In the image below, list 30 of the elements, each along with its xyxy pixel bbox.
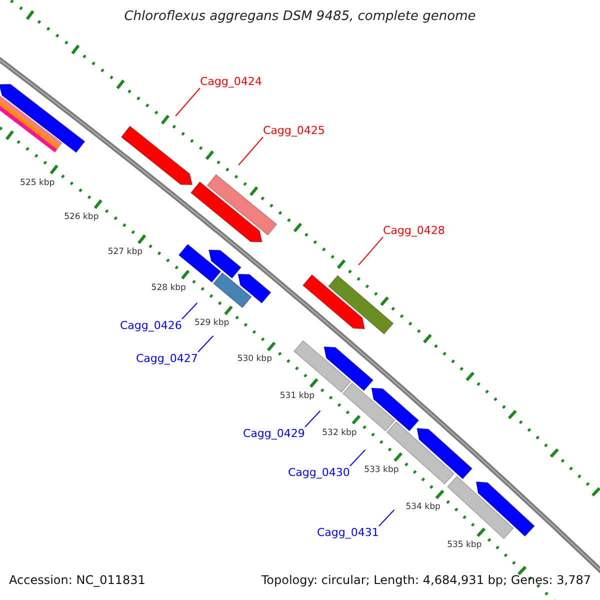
leader-line — [182, 302, 198, 320]
leader-line — [350, 449, 366, 466]
genome-info-text: Topology: circular; Length: 4,684,931 bp; Genes: 3,787 — [261, 573, 591, 587]
gene-label: Cagg_0427 — [136, 352, 198, 365]
gene-label: Cagg_0426 — [120, 319, 182, 332]
scale-label: 534 kbp — [406, 502, 440, 512]
accession-text: Accession: NC_011831 — [9, 573, 146, 587]
leader-line — [378, 509, 395, 526]
leader-line — [304, 410, 321, 428]
scale-label: 533 kbp — [364, 464, 399, 475]
leader-line — [175, 88, 200, 116]
scale-label: 535 kbp — [447, 540, 482, 550]
gene-label: Cagg_0431 — [317, 526, 379, 539]
gene-label: Cagg_0429 — [243, 427, 305, 440]
scale-label: 528 kbp — [151, 282, 186, 293]
gene-label: Cagg_0428 — [383, 224, 445, 237]
title: Chloroflexus aggregans DSM 9485, complete genome — [123, 9, 477, 24]
scale-label: 527 kbp — [108, 247, 142, 258]
leader-line — [238, 136, 264, 166]
gene-label: Cagg_0430 — [288, 466, 350, 479]
gene-label: Cagg_0425 — [263, 124, 325, 137]
scale-label: 529 kbp — [194, 318, 230, 328]
scale-label: 532 kbp — [322, 428, 357, 438]
scale-label: 525 kbp — [20, 178, 55, 188]
scale-label: 531 kbp — [280, 390, 315, 401]
leader-line — [358, 236, 384, 266]
scale-label: 526 kbp — [64, 212, 99, 222]
gene-label: Cagg_0424 — [200, 75, 262, 88]
leader-line — [198, 335, 214, 352]
scale-label: 530 kbp — [237, 354, 272, 364]
